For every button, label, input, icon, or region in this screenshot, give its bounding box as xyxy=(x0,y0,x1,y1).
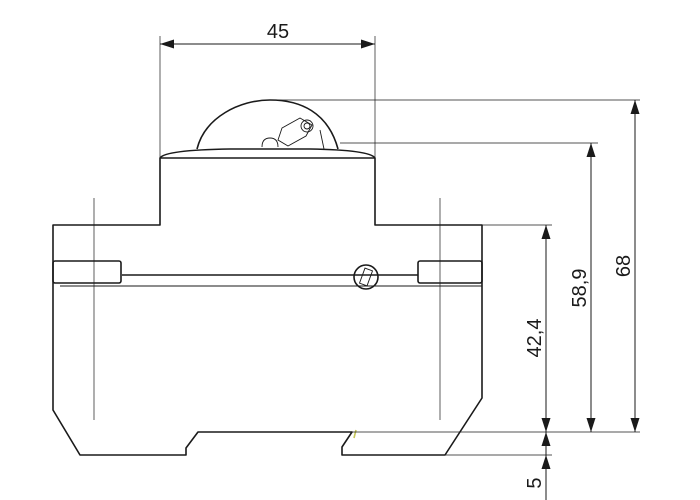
knob-stem xyxy=(319,129,325,150)
knob-pivot-outer xyxy=(300,119,314,133)
side-band xyxy=(52,260,483,287)
reference-lines xyxy=(93,198,441,420)
rail-marker xyxy=(353,429,357,439)
dim-width-arrow-left xyxy=(160,39,174,49)
screw-slot xyxy=(358,267,374,287)
rotary-knob xyxy=(196,99,339,150)
dim-height-body: 42,4 xyxy=(524,225,551,432)
left-clip xyxy=(52,260,122,284)
dim-42-4-label: 42,4 xyxy=(524,319,546,358)
knob-pivot-inner xyxy=(303,122,311,130)
knob-lever xyxy=(277,117,313,147)
dim-68-label: 68 xyxy=(613,255,635,277)
dim-5-arrow-top xyxy=(541,432,551,446)
dim-58-9-arrow-top xyxy=(586,143,596,157)
extension-lines xyxy=(159,36,640,456)
dim-42-4-arrow-bottom xyxy=(541,418,551,432)
dim-width-label: 45 xyxy=(267,21,289,43)
dim-width-arrow-right xyxy=(361,39,375,49)
screw xyxy=(353,264,379,290)
dim-68-arrow-bottom xyxy=(630,418,640,432)
dim-68-arrow-top xyxy=(630,100,640,114)
dim-42-4-arrow-top xyxy=(541,225,551,239)
dim-5-arrow-bottom xyxy=(541,455,551,469)
dim-58-9-label: 58,9 xyxy=(569,269,591,308)
front-cap xyxy=(159,148,376,159)
dim-5-label: 5 xyxy=(524,477,546,488)
knob-dome xyxy=(196,99,339,150)
dim-height-overall: 68 xyxy=(613,100,640,432)
dim-58-9-arrow-bottom xyxy=(586,418,596,432)
dim-width: 45 xyxy=(160,21,375,49)
right-clip xyxy=(417,260,483,284)
device-outline xyxy=(52,148,483,456)
dim-height-front: 58,9 xyxy=(569,143,596,432)
device-body xyxy=(52,157,483,456)
knob-catch xyxy=(261,137,279,148)
screw-head xyxy=(353,264,379,290)
dim-rail-offset: 5 xyxy=(524,432,551,500)
